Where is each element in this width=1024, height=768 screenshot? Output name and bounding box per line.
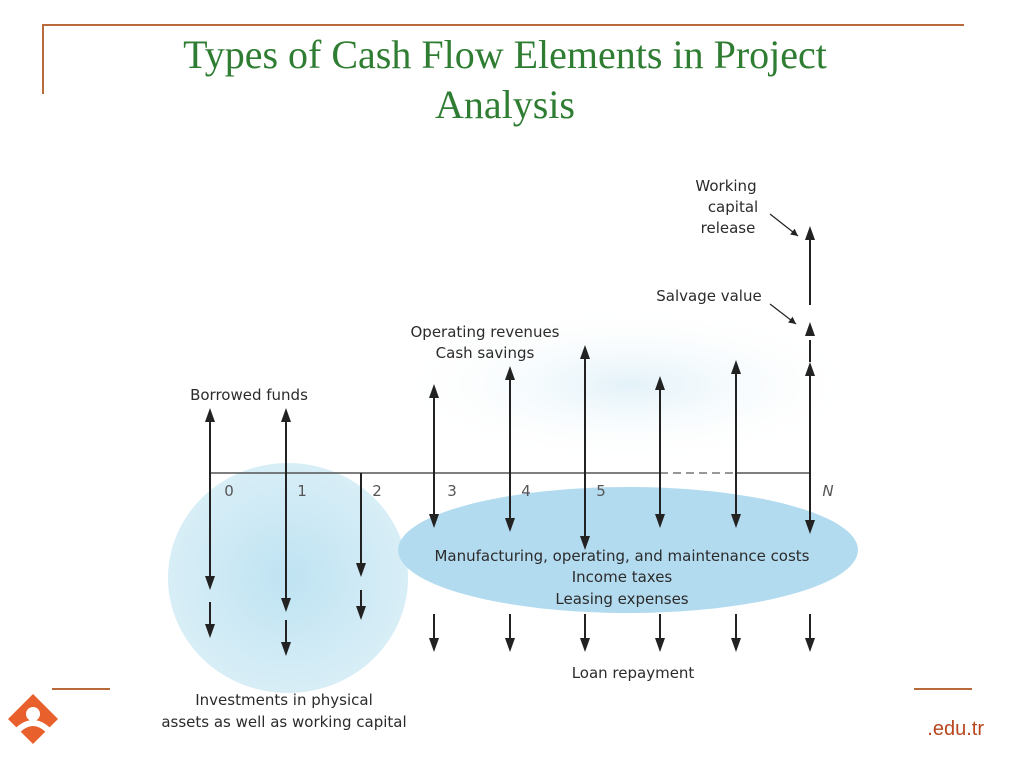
period-1-label: 1 [297,482,307,500]
frame-top-line [42,24,964,26]
investment-arrow-2-head [356,563,366,577]
title-line-2: Analysis [435,82,575,127]
cash-savings-label: Cash savings [436,344,535,362]
period-5-label: 5 [596,482,606,500]
cost-arrow-1-head [505,518,515,532]
revenue-arrow-4-head [731,360,741,374]
revenue-arrow-2-head [580,345,590,359]
revenue-arrow-5-head [805,362,815,376]
investment-lower-1-head [281,642,291,656]
cost-arrow-3-head [655,514,665,528]
slide-title: Types of Cash Flow Elements in Project A… [90,30,920,130]
period-0-label: 0 [224,482,234,500]
costs-label-1: Manufacturing, operating, and maintenanc… [434,547,809,565]
investment-lower-2-head [356,606,366,620]
cost-arrow-5-head [805,520,815,534]
loan-arrow-4-head [731,638,741,652]
working-capital-label-3: release [701,219,756,237]
loan-repayment-label: Loan repayment [572,664,695,682]
frame-left-line [42,24,44,94]
working-capital-pointer-tip [790,228,798,236]
investments-label-1: Investments in physical [195,691,372,709]
salvage-value-label: Salvage value [656,287,761,305]
investment-lower-0-head [205,624,215,638]
footer-rule-left [52,688,110,690]
period-4-label: 4 [521,482,531,500]
working-capital-arrow-head [805,226,815,240]
investment-arrow-0-head [205,576,215,590]
cost-arrow-4-head [731,514,741,528]
footer-domain: .edu.tr [927,718,984,740]
cost-arrow-0-head [429,514,439,528]
salvage-arrow-head [805,322,815,336]
university-logo [8,694,58,744]
loan-arrow-1-head [505,638,515,652]
revenue-arrow-1-head [505,366,515,380]
costs-label-2: Income taxes [572,568,673,586]
working-capital-label-2: capital [708,198,758,216]
loan-arrow-0-head [429,638,439,652]
period-3-label: 3 [447,482,457,500]
cash-flow-arrows [205,213,815,656]
cost-arrow-2-head [580,536,590,550]
investments-label-2: assets as well as working capital [161,713,406,731]
period-2-label: 2 [372,482,382,500]
loan-arrow-2-head [580,638,590,652]
investment-arrow-1-head [281,598,291,612]
revenue-arrow-0-head [429,384,439,398]
borrowed-arrow-0-head [205,408,215,422]
period-n-label: N [822,482,833,500]
working-capital-label-1: Working [695,177,756,195]
borrowed-funds-label: Borrowed funds [190,386,308,404]
revenue-arrow-3-head [655,376,665,390]
borrowed-arrow-1-head [281,408,291,422]
operating-revenues-label: Operating revenues [411,323,560,341]
footer-rule-right [914,688,972,690]
costs-label-3: Leasing expenses [555,590,688,608]
salvage-pointer-tip [788,316,796,324]
investment-bubble [168,463,408,693]
loan-arrow-5-head [805,638,815,652]
title-line-1: Types of Cash Flow Elements in Project [183,32,827,77]
loan-arrow-3-head [655,638,665,652]
